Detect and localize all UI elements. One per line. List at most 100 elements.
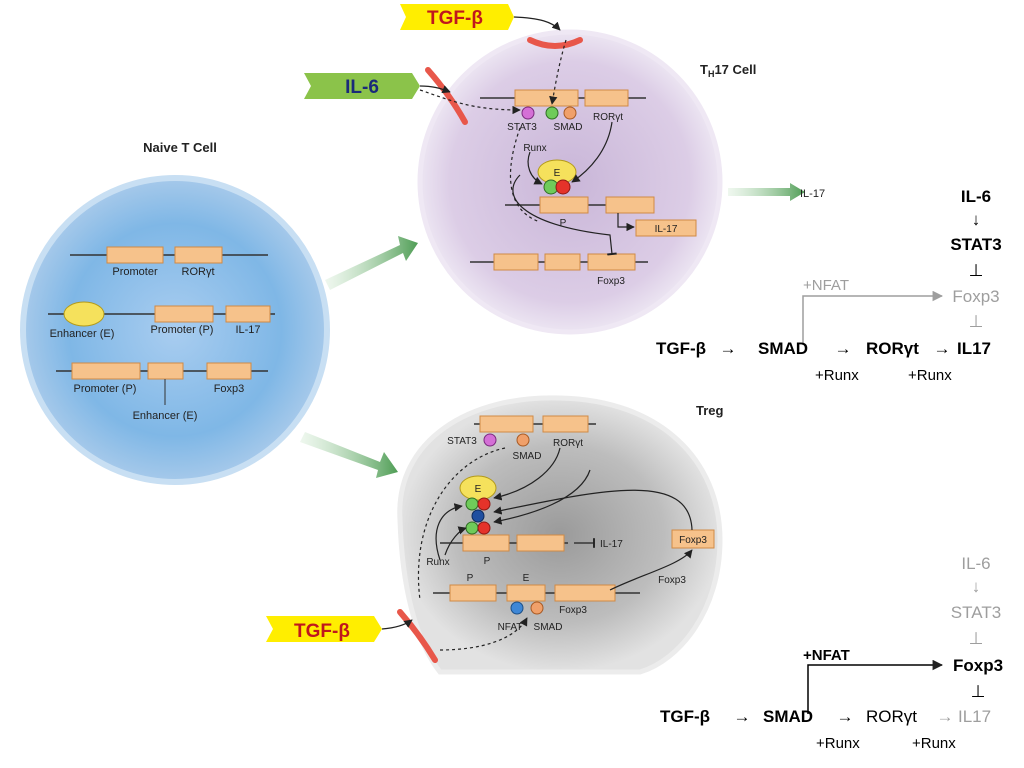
- naive-t-cell: Naive T Cell Promoter RORγt Enhancer (E)…: [20, 140, 330, 485]
- treg-tf-red1-icon: [477, 497, 491, 511]
- treg-cell-title: Treg: [696, 403, 724, 418]
- th17-il17-output: IL-17: [800, 188, 825, 200]
- treg-gene-promoter: [479, 415, 534, 433]
- pb-il6: IL-6: [961, 554, 990, 573]
- th17-tgfb-signal-icon: [549, 39, 567, 105]
- naive-gene-il17: [225, 305, 271, 323]
- treg-label-p: P: [484, 556, 491, 567]
- treg-cell: Treg STAT3 SMAD RORγt E P Runx IL-17 Fox…: [397, 395, 724, 675]
- tgfb-top-tag: TGF-β: [400, 4, 561, 31]
- treg-label-e: E: [475, 484, 482, 495]
- il6-tag-shape: [304, 73, 420, 99]
- treg-label-p2: P: [467, 573, 474, 584]
- treg-smad-icon: [516, 433, 530, 447]
- pt-nfat: +NFAT: [803, 277, 849, 294]
- pathway-treg: IL-6 ↓ STAT3 ⊥ +NFAT Foxp3 ⊥ TGF-β → SMA…: [660, 554, 1003, 752]
- treg-gene-p: [462, 534, 510, 552]
- pb-nfat: +NFAT: [803, 647, 850, 664]
- treg-stat3-icon: [483, 433, 497, 447]
- naive-label-enhancer2: Enhancer (E): [133, 410, 198, 422]
- pb-arrow2: →: [837, 707, 854, 726]
- th17-smad-green-icon: [545, 106, 559, 120]
- treg-enhancer-icon: [459, 475, 497, 501]
- naive-gene-enhancer: [147, 362, 184, 380]
- th17-label-smad: SMAD: [554, 122, 583, 133]
- pb-runx1: +Runx: [816, 735, 860, 752]
- tgfb-receptor-treg-icon: [397, 609, 438, 663]
- treg-foxp3-box: [671, 529, 715, 549]
- treg-tf-red2-icon: [477, 521, 491, 535]
- th17-runx-arrow-icon: [527, 151, 543, 185]
- tgfb-top-tag-label: TGF-β: [427, 8, 483, 29]
- treg-label-foxp3-arrow: Foxp3: [658, 575, 686, 586]
- pt-nfat-arrow-icon: [802, 290, 944, 345]
- th17-cell-body: [417, 29, 723, 335]
- naive-label-foxp3: Foxp3: [214, 383, 245, 395]
- treg-foxp3-feedback-icon: [493, 489, 693, 531]
- treg-label-smad: SMAD: [513, 451, 542, 462]
- pb-down-arrow: ↓: [972, 577, 981, 596]
- th17-label-rorgt: RORγt: [593, 112, 623, 123]
- naive-label-rorgt: RORγt: [182, 266, 215, 278]
- th17-label-il17-box: IL-17: [655, 224, 678, 235]
- treg-runx-arrow-icon: [435, 503, 463, 561]
- pb-smad: SMAD: [763, 707, 813, 726]
- naive-gene-promoter-p2: [71, 362, 141, 380]
- pb-tee2: ⊥: [971, 682, 986, 701]
- treg-arrow-2-icon: [493, 469, 591, 525]
- arrow-to-th17-icon: [325, 236, 418, 290]
- treg-label-stat3: STAT3: [447, 436, 477, 447]
- th17-il6-signal-icon: [419, 89, 521, 115]
- treg-label-nfat: NFAT: [498, 622, 523, 633]
- tgfb-receptor-th17-icon: [527, 37, 583, 49]
- pb-tgfb: TGF-β: [660, 707, 710, 726]
- th17-gene-p: [539, 196, 589, 214]
- th17-gene-promoter: [514, 89, 579, 107]
- treg-gene-p2: [449, 584, 497, 602]
- pt-arrow3: →: [934, 339, 951, 358]
- th17-gene-a: [493, 253, 539, 271]
- th17-stat3-icon: [521, 106, 535, 120]
- th17-gene-rorgt: [584, 89, 629, 107]
- tgfb-top-tag-shape: [400, 4, 514, 30]
- pb-tee1: ⊥: [969, 629, 984, 648]
- naive-label-enhancer: Enhancer (E): [50, 328, 115, 340]
- naive-label-il17: IL-17: [235, 324, 260, 336]
- th17-smad-icon: [563, 106, 577, 120]
- pt-down-arrow: ↓: [972, 210, 981, 229]
- th17-cell: TH17 Cell STAT3 SMAD RORγt Runx E P IL-1…: [417, 29, 756, 335]
- il6-tag: IL-6: [304, 73, 451, 99]
- th17-il17-box: [635, 219, 697, 237]
- arrow-to-treg-icon: [300, 432, 398, 478]
- treg-tgfb-signal-icon: [439, 617, 528, 651]
- pb-nfat-arrow-icon: [807, 659, 944, 714]
- treg-rorgt-arrow-icon: [493, 447, 561, 501]
- th17-rorgt-arrow-icon: [571, 121, 613, 183]
- treg-gene-foxp3: [554, 584, 616, 602]
- treg-label-foxp3-box: Foxp3: [679, 535, 707, 546]
- pt-tee2: ⊥: [969, 312, 984, 331]
- th17-gene-foxp3: [587, 253, 636, 271]
- th17-dashed-path-icon: [509, 127, 541, 223]
- treg-nfat-icon: [510, 601, 524, 615]
- th17-gene-il17: [605, 196, 655, 214]
- naive-label-promoter: Promoter: [112, 266, 158, 278]
- th17-foxp3-inhibit-icon: [512, 174, 617, 256]
- il6-receptor-icon: [425, 67, 468, 125]
- tgfb-bottom-tag: TGF-β: [266, 616, 413, 642]
- th17-label-stat3: STAT3: [507, 122, 537, 133]
- treg-dashed-path-icon: [417, 447, 506, 601]
- treg-label-runx: Runx: [426, 557, 449, 568]
- th17-label-runx: Runx: [523, 143, 546, 154]
- il17-secretion-arrow-icon: [728, 183, 805, 201]
- treg-tf-green1-icon: [465, 497, 479, 511]
- naive-label-promoter-p2: Promoter (P): [74, 383, 137, 395]
- treg-gene-il17: [516, 534, 565, 552]
- pt-il17: IL17: [957, 339, 991, 358]
- treg-foxp3-expression-icon: [609, 549, 693, 591]
- tgfb-top-arrow-icon: [513, 16, 561, 31]
- pb-stat3: STAT3: [951, 603, 1001, 622]
- treg-gene-e2: [506, 584, 546, 602]
- tgfb-bottom-arrow-icon: [381, 619, 413, 630]
